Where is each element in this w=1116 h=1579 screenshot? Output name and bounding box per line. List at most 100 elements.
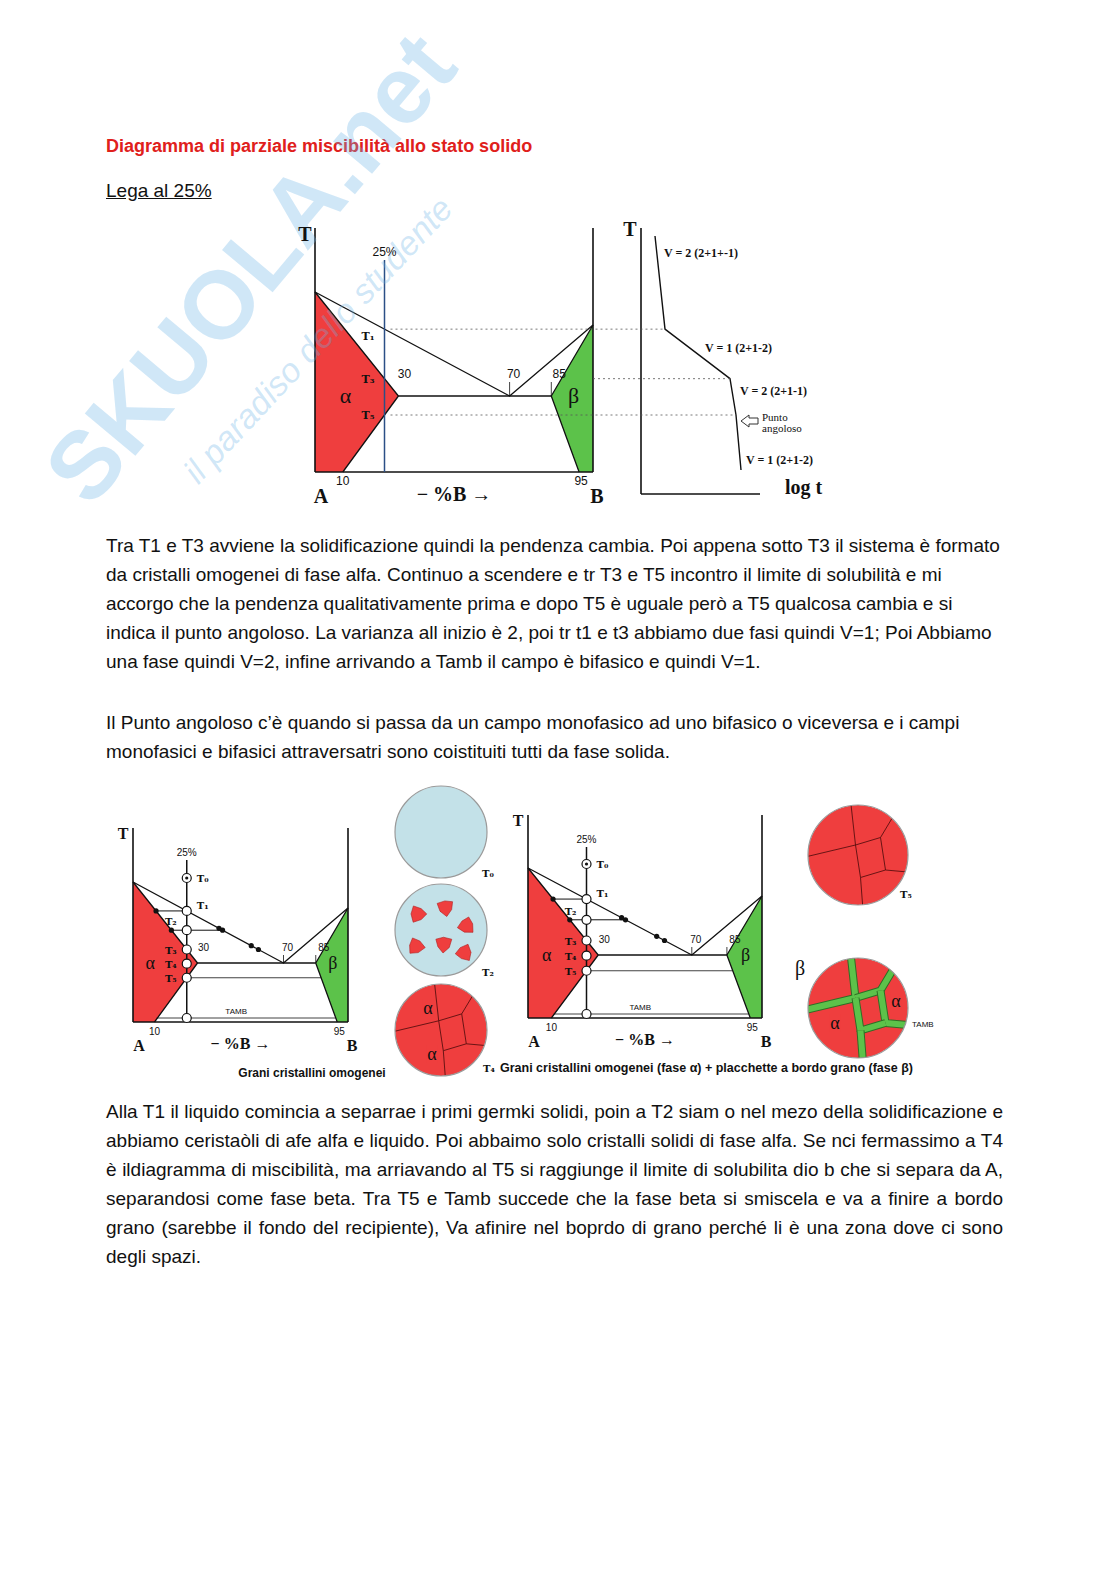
tick — [315, 955, 316, 963]
tick — [726, 947, 727, 955]
varianza-label: V = 1 (2+1-2) — [746, 453, 813, 468]
phase-diagram — [528, 815, 762, 1019]
state-marker — [182, 973, 191, 982]
phase-label: β — [328, 953, 337, 974]
component-label: A — [133, 1037, 145, 1055]
axis — [761, 815, 763, 1018]
axis — [640, 228, 642, 494]
state-marker — [182, 906, 191, 915]
composition-label: 95 — [747, 1022, 758, 1033]
temperature-label: T₃ — [565, 935, 577, 946]
state-marker — [582, 860, 591, 869]
tie-line — [587, 970, 733, 971]
micrograph — [803, 800, 913, 910]
micrograph-ground — [395, 984, 487, 1076]
paragraph: Tra T1 e T3 avviene la solidificazione q… — [106, 531, 1006, 676]
crystal-nucleus — [411, 906, 427, 922]
cooling-curve — [391, 228, 761, 494]
temperature-label: TAMB — [225, 1007, 247, 1016]
micrograph — [803, 953, 913, 1063]
temperature-label: T₅ — [361, 409, 374, 422]
dot — [249, 943, 254, 948]
axis-label: − %B → — [211, 1035, 271, 1053]
composition-label: 70 — [282, 942, 293, 953]
axis-label: T — [298, 223, 311, 246]
phase-diagram — [315, 228, 593, 472]
crystal-nucleus — [455, 944, 471, 960]
solidus-solvus — [133, 882, 198, 1022]
beta-field — [551, 325, 593, 472]
grain-boundary-beta — [803, 953, 856, 1011]
beta-field — [316, 908, 348, 1022]
axis-label: T — [513, 812, 524, 830]
beta-field — [727, 896, 762, 1018]
phase-diagram — [133, 828, 348, 1023]
guide-line — [391, 415, 737, 416]
state-marker — [182, 874, 191, 883]
temperature-label: T₀ — [197, 873, 209, 884]
beta-solidus-solvus — [316, 908, 348, 1022]
micrograph-outline — [395, 786, 487, 878]
state-marker — [582, 936, 591, 945]
composition-label: 10 — [336, 474, 349, 488]
dot — [585, 862, 588, 865]
composition-label: 10 — [149, 1026, 160, 1037]
grain-boundary — [390, 979, 438, 1032]
temperature-label: TAMB — [629, 1003, 651, 1012]
axis-label: log t — [785, 476, 822, 499]
caption: Grani cristallini omogenei — [238, 1066, 385, 1080]
dot — [169, 928, 174, 933]
tick — [283, 955, 284, 963]
varianza-label: V = 2 (2+1+-1) — [664, 246, 738, 261]
callout-arrow — [741, 415, 758, 427]
micrograph-ground — [395, 786, 487, 878]
liquidus — [133, 882, 348, 963]
state-marker — [582, 966, 591, 975]
eutectic-line — [398, 395, 551, 396]
tie-line — [171, 930, 222, 931]
crystal-nucleus — [436, 937, 452, 953]
beta-solidus-solvus — [551, 325, 593, 472]
dot — [185, 876, 188, 879]
micrograph — [395, 884, 487, 976]
grain-boundary — [856, 845, 886, 878]
micrograph-ground — [395, 884, 487, 976]
temperature-label: T₁ — [197, 899, 209, 910]
dot — [619, 915, 624, 920]
alpha-field — [528, 868, 598, 1018]
phase-label: β — [568, 383, 579, 409]
caption: Grani cristallini omogenei (fase α) + pl… — [500, 1061, 913, 1075]
component-label: B — [761, 1033, 772, 1051]
axis-label: − %B → — [615, 1031, 675, 1049]
eutectic-line — [598, 954, 727, 955]
state-marker — [582, 1010, 591, 1019]
dot — [567, 917, 572, 922]
phase-label: α — [422, 999, 433, 1017]
tick — [691, 947, 692, 955]
temperature-label: T₄ — [483, 1063, 495, 1074]
micrograph-outline — [808, 958, 908, 1058]
axis — [133, 1021, 348, 1023]
phase-label: α — [340, 383, 352, 409]
tie-line — [187, 977, 321, 978]
state-marker — [582, 951, 591, 960]
composition-label: 25% — [177, 847, 197, 858]
temperature-label: T₂ — [165, 916, 177, 927]
grain-boundary-beta — [856, 998, 886, 1031]
eutectic-line — [198, 962, 316, 963]
grain-boundary-beta — [856, 998, 886, 1031]
state-marker — [182, 926, 191, 935]
solidus-solvus — [528, 868, 598, 1018]
composition-label: 95 — [574, 474, 587, 488]
component-label: B — [590, 485, 603, 508]
temperature-label: T₁ — [361, 330, 374, 343]
guide-line — [593, 378, 730, 379]
composition-label: 85 — [553, 367, 566, 381]
composition-label: 10 — [546, 1022, 557, 1033]
callout-label: Punto angoloso — [762, 412, 826, 434]
crystal-nucleus — [410, 938, 426, 953]
phase-label: α — [145, 953, 154, 974]
composition-label: 25% — [576, 834, 596, 845]
composition-label: 30 — [198, 942, 209, 953]
